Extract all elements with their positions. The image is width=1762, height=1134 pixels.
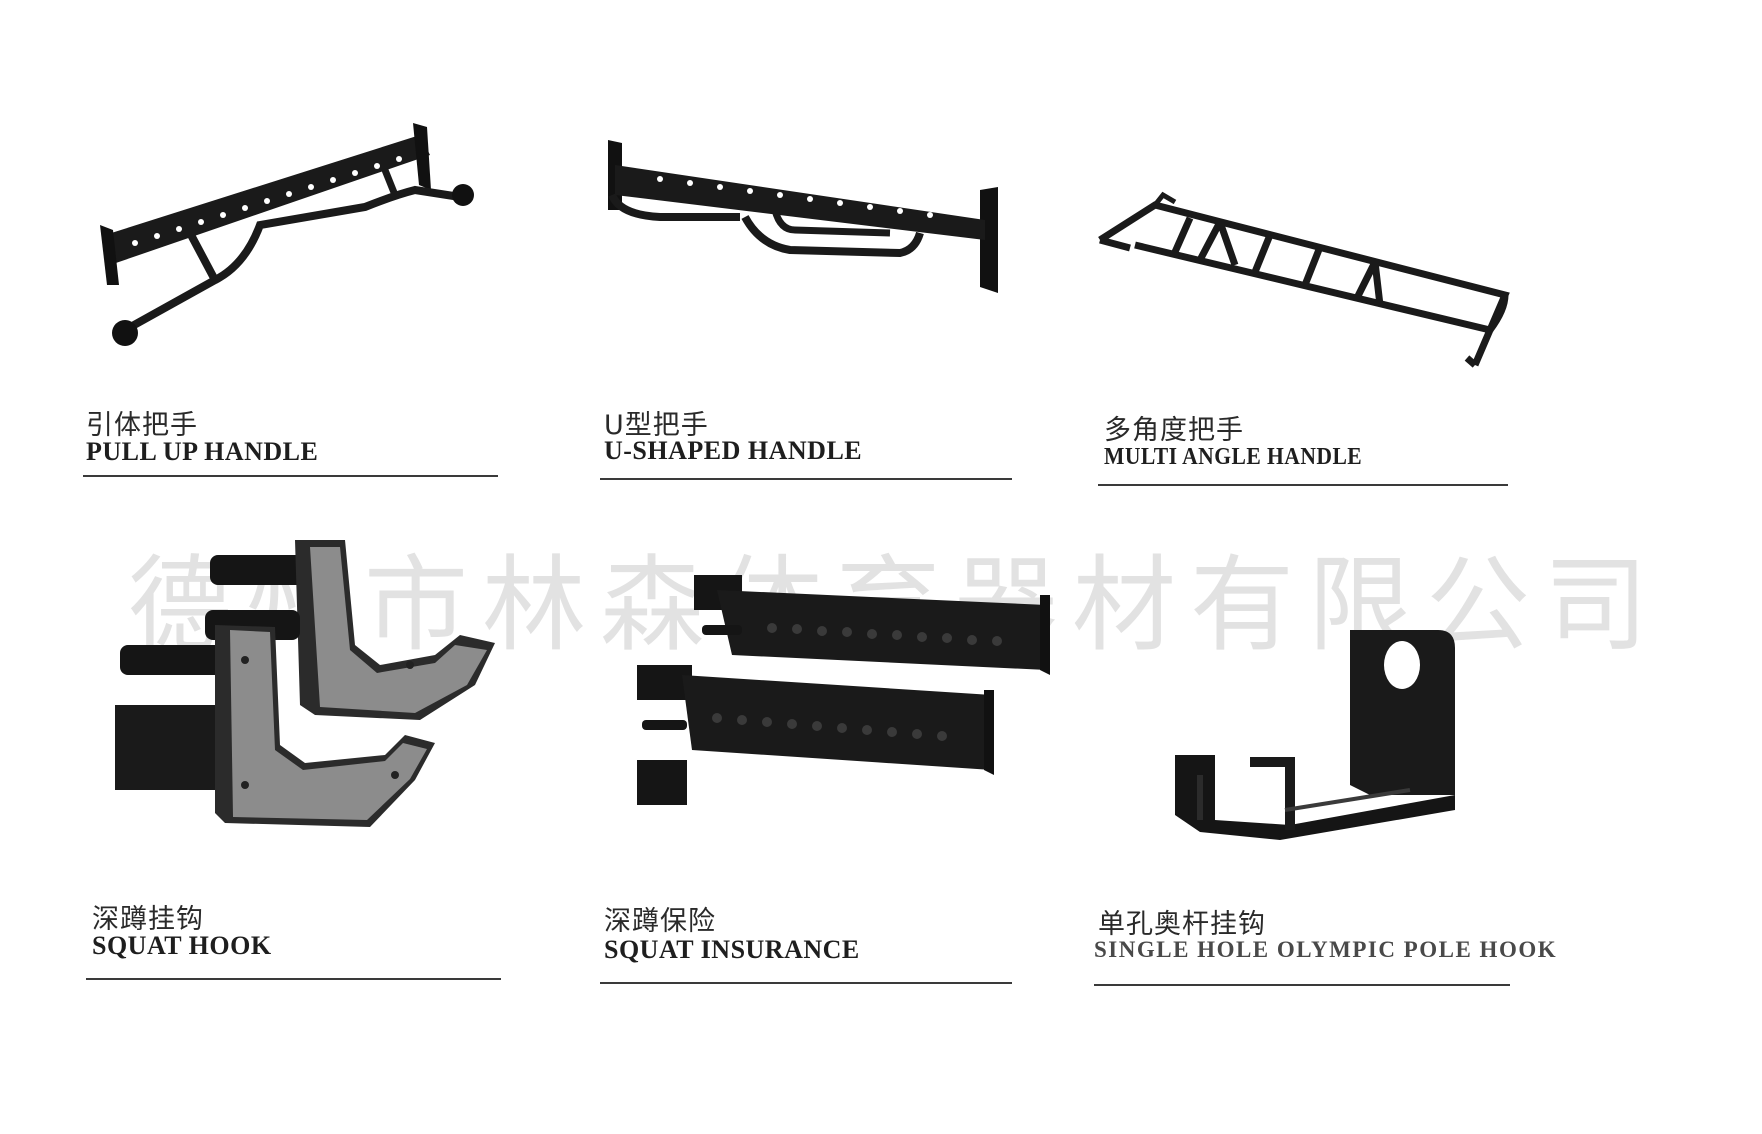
squat-insurance-en-label: SQUAT INSURANCE — [604, 935, 860, 964]
divider — [600, 478, 1012, 480]
squat-hook-image — [115, 535, 505, 835]
squat-insurance-cn-label: 深蹲保险 — [604, 906, 716, 937]
pull-up-handle-en-label: PULL UP HANDLE — [86, 437, 319, 466]
pull-up-handle-cn-label: 引体把手 — [86, 410, 198, 441]
divider — [600, 982, 1012, 984]
multi-angle-handle-cn-label: 多角度把手 — [1104, 415, 1244, 446]
u-shaped-handle-cn-label: U型把手 — [604, 410, 709, 441]
u-shaped-handle-image — [600, 135, 1010, 300]
divider — [86, 978, 501, 980]
divider — [1094, 984, 1510, 986]
single-hole-olympic-pole-hook-en-label: SINGLE HOLE OLYMPIC POLE HOOK — [1094, 937, 1558, 962]
multi-angle-handle-en-label: MULTI ANGLE HANDLE — [1104, 444, 1363, 470]
single-hole-olympic-pole-hook-cn-label: 单孔奥杆挂钩 — [1098, 909, 1266, 940]
multi-angle-handle-image — [1095, 190, 1520, 375]
single-hole-olympic-pole-hook-image — [1170, 620, 1460, 840]
squat-insurance-image — [632, 570, 1052, 810]
squat-hook-en-label: SQUAT HOOK — [92, 931, 272, 960]
divider — [1098, 484, 1508, 486]
pull-up-handle-image — [95, 115, 495, 365]
squat-hook-cn-label: 深蹲挂钩 — [92, 904, 204, 935]
u-shaped-handle-en-label: U-SHAPED HANDLE — [604, 436, 863, 465]
divider — [83, 475, 498, 477]
